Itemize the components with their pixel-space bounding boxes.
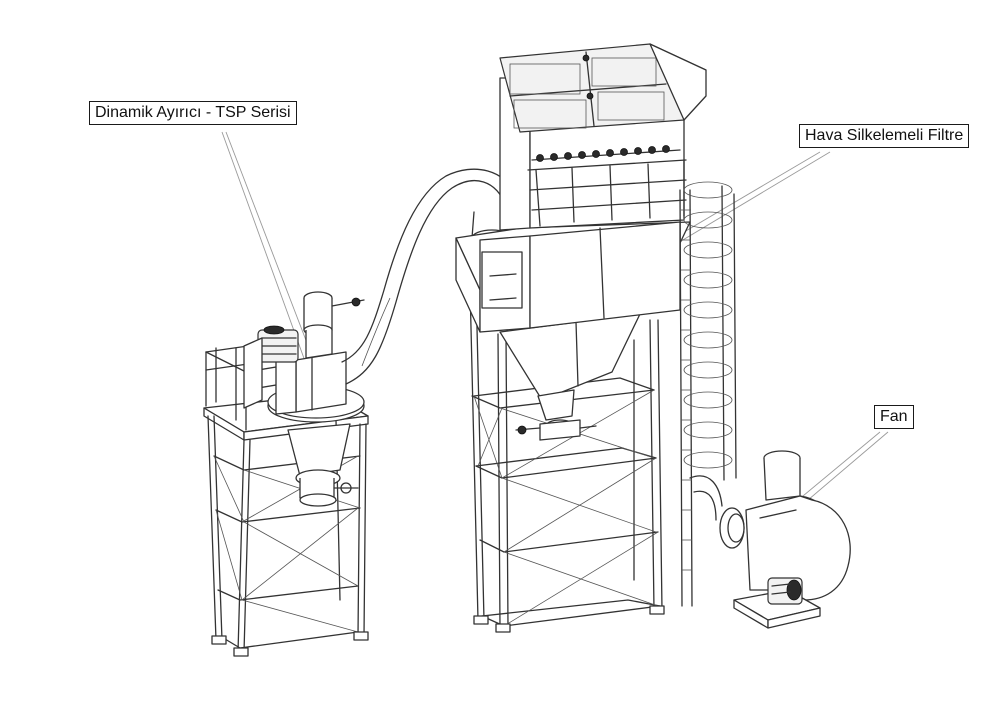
fan-label: Fan xyxy=(874,405,914,429)
separator-label: Dinamik Ayırıcı - TSP Serisi xyxy=(89,101,297,125)
caged-ladder xyxy=(679,181,737,607)
leader-lines xyxy=(221,131,889,535)
fan-unit xyxy=(689,450,851,629)
filter-hopper xyxy=(499,313,641,441)
filter-label: Hava Silkelemeli Filtre xyxy=(799,124,970,148)
filter-body xyxy=(455,43,707,333)
pulse-valves xyxy=(531,145,681,162)
dynamic-separator xyxy=(243,291,365,507)
